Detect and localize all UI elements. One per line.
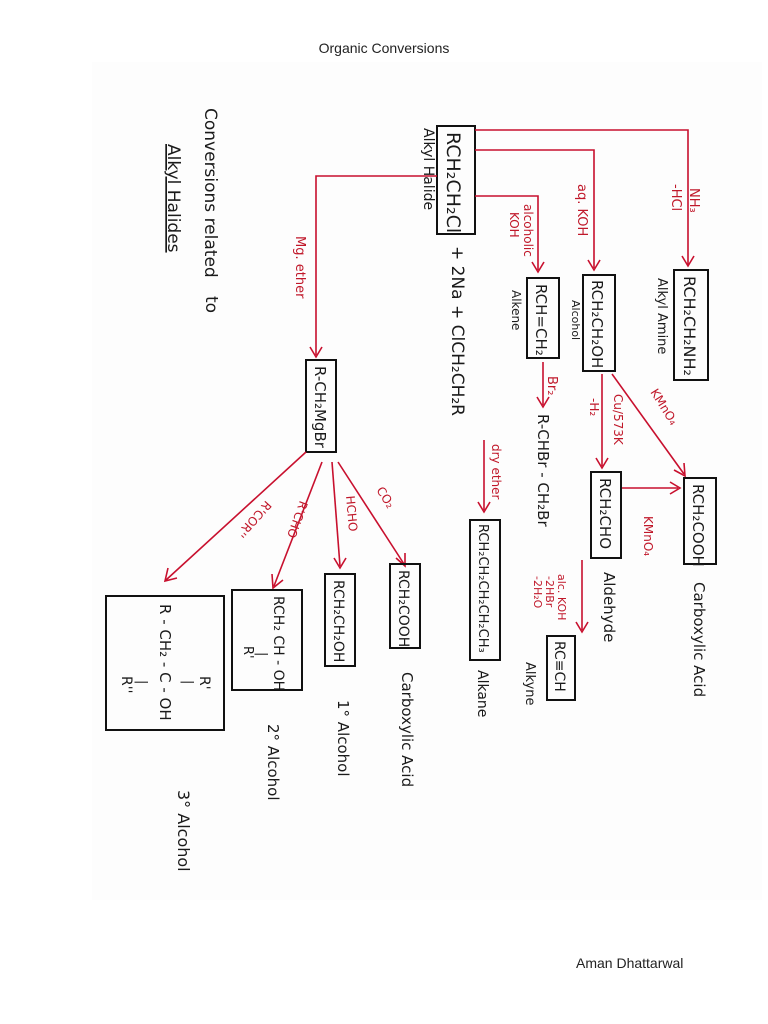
reagent-minus-2h2o: -2H₂O <box>531 576 544 609</box>
tertiary-line4: | <box>134 680 149 684</box>
reagent-alcoholic: alcoholic <box>521 204 535 257</box>
alkyne: RC≡CH <box>551 641 567 692</box>
tertiary-line1: R' <box>196 676 212 690</box>
alkane-label: Alkane <box>474 670 490 717</box>
tertiary-alcohol-label: 3° Alcohol <box>174 790 193 872</box>
arrow-to-alcohol <box>475 149 595 268</box>
acid-top: RCH₂COOH <box>689 484 707 567</box>
acid-bottom: RCH₂COOH <box>395 570 411 647</box>
arrowhead-alcohol <box>587 259 601 272</box>
arrowhead-rcho <box>271 573 284 590</box>
reagent-co2: CO₂ <box>373 484 397 511</box>
reagent-rcor: R'COR'' <box>234 498 274 540</box>
reagent-koh: KOH <box>507 212 521 238</box>
arrowhead-grignard <box>309 346 323 359</box>
arrowhead-alkyne <box>575 621 589 634</box>
arrow-rcho <box>273 461 323 587</box>
alkyl-amine: RCH₂CH₂NH₂ <box>680 276 699 376</box>
secondary-alcohol-line2: | <box>254 652 269 656</box>
tertiary-alcohol-box <box>105 595 225 731</box>
arrowhead-amine <box>681 255 695 268</box>
arrowhead-acid-b <box>669 481 682 495</box>
arrow-to-alkene <box>475 195 539 270</box>
alkyl-halide: RCH₂CH₂Cl <box>442 132 464 233</box>
page-title-line3: Alkyl Halides <box>163 144 183 253</box>
secondary-alcohol-line3: R' <box>240 646 255 659</box>
document-header: Organic Conversions <box>318 40 450 56</box>
primary-alcohol-box <box>324 573 356 667</box>
primary-alcohol-label: 1° Alcohol <box>334 700 352 777</box>
alkyl-amine-label: Alkyl Amine <box>654 278 669 354</box>
alkyl-halide-label: Alkyl Halide <box>420 128 436 210</box>
arrow-to-amine <box>475 129 689 265</box>
reagent-minus-2hbr: -2HBr <box>543 576 556 608</box>
reagent-kmno4-a: KMnO₄ <box>647 386 680 428</box>
alkyl-halide-box <box>436 125 476 235</box>
tertiary-line5: R'' <box>118 676 134 693</box>
arrow-co2 <box>337 461 405 565</box>
primary-alcohol: RCH₂CH₂OH <box>330 580 346 662</box>
reagent-alc-koh: alc. KOH <box>555 574 568 620</box>
dibromide: R-CHBr - CH₂Br <box>534 414 552 527</box>
arrowhead-hcho <box>333 557 347 570</box>
reagent-minus-h2: -H₂ <box>587 398 601 416</box>
document-footer: Aman Dhattarwal <box>576 955 684 971</box>
reagent-hcho: HCHO <box>343 495 360 532</box>
tertiary-line2: | <box>180 680 195 684</box>
alkane-box <box>469 519 501 661</box>
arrowhead-alkane <box>477 501 491 514</box>
reagent-nh3: NH₃ <box>686 188 701 213</box>
secondary-alcohol-box <box>231 589 303 691</box>
aldehyde-label: Aldehyde <box>600 572 618 642</box>
grignard: R-CH₂MgBr <box>311 366 329 449</box>
secondary-alcohol-label: 2° Alcohol <box>264 724 282 801</box>
alkene-box <box>526 277 560 359</box>
handwritten-sheet <box>92 62 762 900</box>
acid-bottom-box <box>389 563 421 649</box>
reagent-dry-ether: dry ether <box>489 444 503 500</box>
arrow-rcor <box>165 451 307 581</box>
alkyl-amine-box <box>673 269 709 381</box>
arrowhead-acid-a <box>673 462 686 478</box>
alcohol-box <box>582 274 616 372</box>
page-title-line2: to <box>201 296 221 313</box>
grignard-box <box>305 359 337 453</box>
reagent-rcho: R'CHO <box>284 499 310 540</box>
acid-top-box <box>683 477 717 565</box>
alkyne-box <box>546 635 576 701</box>
arrowhead-rcor <box>163 567 178 583</box>
arrowhead-alkene <box>531 261 545 274</box>
alkene-label: Alkene <box>509 290 523 330</box>
reagent-br2: Br₂ <box>544 376 559 395</box>
alcohol: RCH₂CH₂OH <box>588 280 606 368</box>
reagent-cu-573k: Cu/573K <box>611 394 625 446</box>
page-title-line1: Conversions related <box>200 108 220 278</box>
arrowhead-dibromide <box>536 396 550 409</box>
reagent-minus-hcl: -HCl <box>668 184 683 211</box>
wurtz-reactants: + 2Na + ClCH₂CH₂R <box>447 246 467 416</box>
arrow-alcohol-to-acid <box>611 373 685 475</box>
acid-top-label: Carboxylic Acid <box>690 582 708 697</box>
arrowhead-aldehyde <box>595 457 609 470</box>
secondary-alcohol-line1: RCH₂ CH - OH <box>270 596 286 691</box>
alkene: RCH=CH₂ <box>532 284 550 356</box>
arrow-to-grignard <box>315 175 437 355</box>
alkyne-label: Alkyne <box>522 662 537 706</box>
reagent-mg-ether: Mg. ether <box>292 236 307 299</box>
tertiary-line3: R - CH₂ - C - OH <box>156 604 174 721</box>
acid-bottom-label: Carboxylic Acid <box>398 672 416 787</box>
aldehyde: RCH₂CHO <box>596 478 614 549</box>
aldehyde-box <box>590 471 622 559</box>
arrow-hcho <box>331 461 341 567</box>
reagent-kmno4-b: KMnO₄ <box>641 516 655 556</box>
alcohol-label: Alcohol <box>569 300 582 340</box>
alkane: RCH₂CH₂CH₂CH₂CH₃ <box>475 524 490 653</box>
arrowhead-co2 <box>395 553 406 568</box>
reagent-aq-koh: aq. KOH <box>574 184 589 236</box>
